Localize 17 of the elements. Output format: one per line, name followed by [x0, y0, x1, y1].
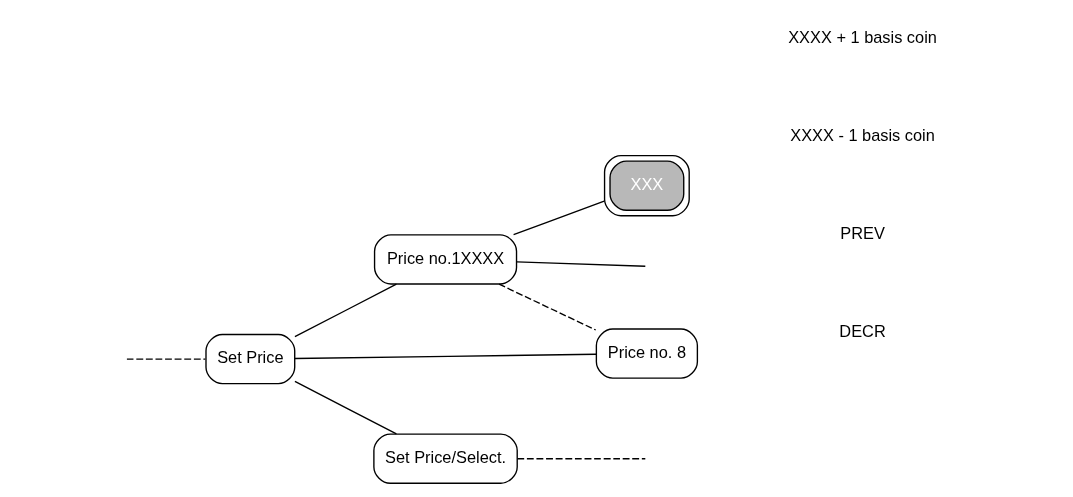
node-box: Set Price: [204, 333, 295, 385]
connector: [293, 380, 397, 435]
connector: [293, 353, 597, 360]
label: XXXX - 1 basis coin: [789, 125, 935, 144]
label: DECR: [838, 322, 886, 341]
label: XXXX + 1 basis coin: [787, 27, 937, 46]
label: PREV: [839, 224, 885, 243]
connector: [293, 283, 397, 338]
connector: [515, 261, 646, 267]
node-box: Price no. 8: [595, 328, 698, 379]
connector: [512, 200, 605, 236]
connector: [497, 283, 596, 331]
node-box: Price no.1XXXX: [373, 234, 517, 285]
node-box: Set Price/Select.: [372, 433, 518, 484]
node-box: XXX: [603, 155, 690, 217]
connector: [125, 358, 206, 360]
connector: [516, 458, 646, 460]
